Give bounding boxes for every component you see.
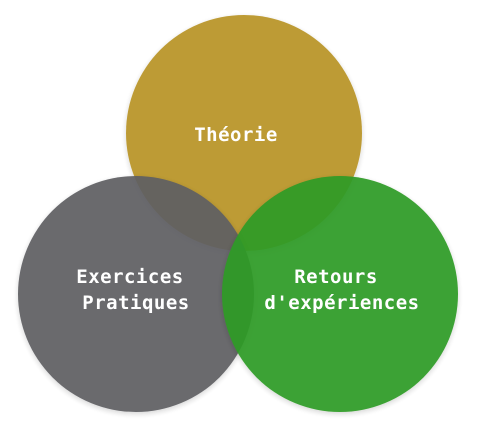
circle-exercices-pratiques xyxy=(18,176,254,412)
label-retours-line-2: d'expériences xyxy=(264,292,419,314)
label-theorie: Théorie xyxy=(194,124,278,146)
label-theorie-line-1: Théorie xyxy=(194,124,278,146)
label-exercices-pratiques: Exercices Pratiques xyxy=(76,266,195,314)
label-exercices-line-1: Exercices xyxy=(76,266,183,288)
circle-retours-experiences xyxy=(222,176,458,412)
label-retours-line-1: Retours xyxy=(294,266,378,288)
label-retours-experiences: Retours d'expériences xyxy=(264,266,419,314)
label-exercices-line-2: Pratiques xyxy=(82,292,189,314)
